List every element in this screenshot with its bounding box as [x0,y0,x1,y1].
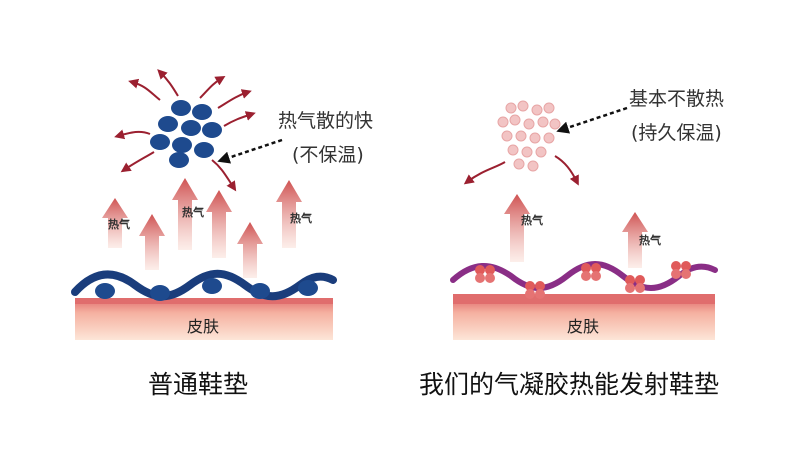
note-line-2: (不保温) [292,144,364,166]
skin-top-band [75,298,333,304]
scatter-arrows [114,69,256,192]
heat-arrow [504,194,530,262]
heat-arrow [102,198,128,248]
heat-label: 热气 [521,214,543,227]
note-line-1: 基本不散热 [629,88,725,110]
heat-arrow [237,222,263,278]
heat-label: 热气 [639,234,661,247]
aerogel-insole-illustration [450,100,718,340]
note-line-2: (持久保温) [631,122,722,144]
heat-label: 热气 [182,206,204,219]
heat-arrow [622,212,648,268]
gel-particle [475,265,495,283]
heat-retention-cluster [497,100,561,172]
heat-molecule-cluster [150,100,222,168]
gel-particles [475,261,691,299]
gel-particle [525,281,545,299]
note-pointer-arrow [217,138,283,164]
heat-arrows [504,194,648,268]
panel-caption: 我们的气凝胶热能发射鞋垫 [419,370,720,399]
insole-dot [298,280,318,296]
normal-insole-panel: 热气散的快 (不保温) 热气 热气 热气 皮肤 普通鞋垫 [71,69,374,399]
insole-dot [202,278,222,294]
heat-arrow [139,214,165,270]
gel-particle [581,263,601,281]
skin-label: 皮肤 [567,317,600,336]
heat-arrow [206,190,232,258]
gel-particle [625,275,645,293]
scatter-arrows [463,155,579,186]
heat-arrows [102,178,302,278]
heat-label: 热气 [290,212,312,225]
insole-dot [250,283,270,299]
skin-layer [453,298,715,340]
insole-dot [150,285,170,301]
note-pointer-arrow [556,106,628,134]
heat-arrow [276,180,302,248]
gel-particle [671,261,691,279]
heat-label: 热气 [108,218,130,231]
skin-layer [75,298,333,340]
panel-caption: 普通鞋垫 [148,370,249,399]
normal-insole-illustration [71,69,337,340]
heat-arrow [172,178,198,250]
note-line-1: 热气散的快 [278,110,374,132]
skin-label: 皮肤 [187,317,220,336]
insole-dot [95,283,115,299]
insole-dots [95,278,318,301]
skin-top-band [453,294,715,304]
aerogel-insole-panel: 基本不散热 (持久保温) 热气 热气 皮肤 我们的气凝胶热能发射鞋垫 [395,0,790,467]
